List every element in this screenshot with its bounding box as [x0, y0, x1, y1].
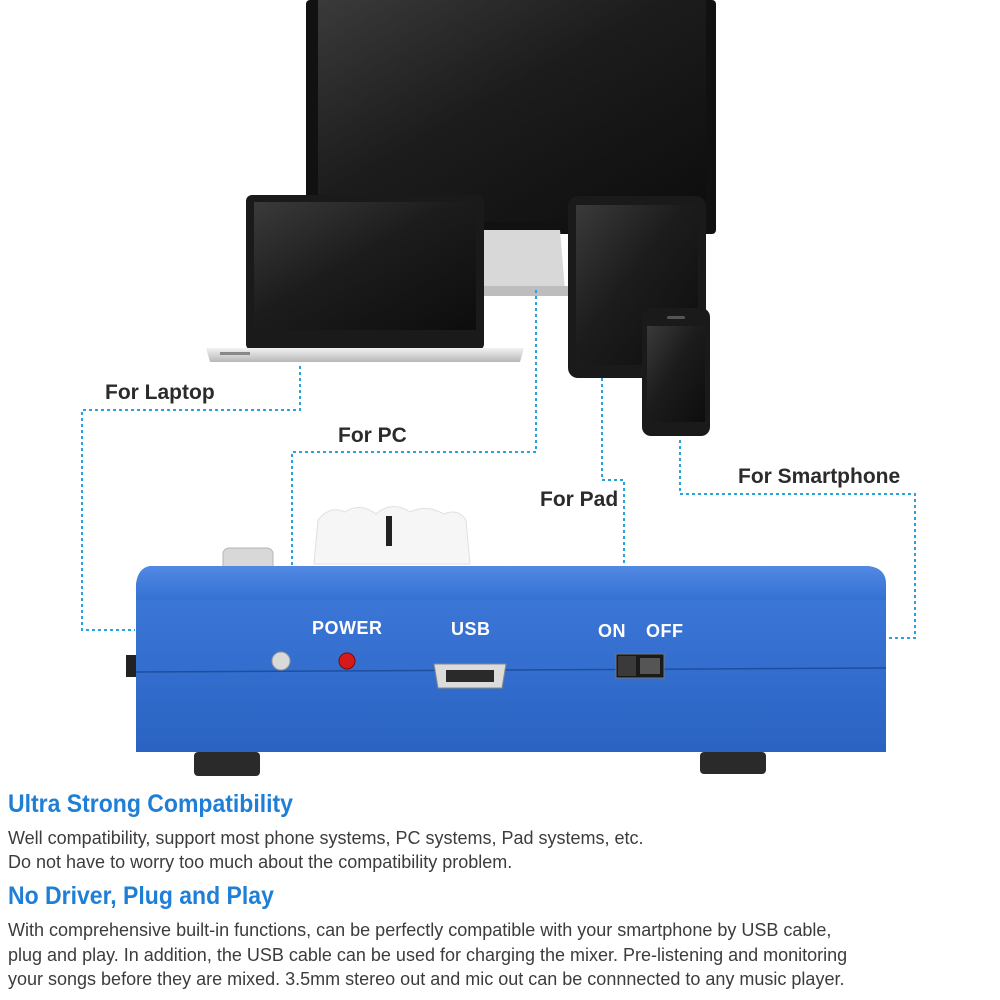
top-controls — [222, 506, 471, 575]
smartphone — [642, 308, 710, 436]
heading-ultra-strong-compatibility: Ultra Strong Compatibility — [8, 790, 293, 818]
smartphone-connector — [679, 440, 916, 639]
plug-line-2: plug and play. In addition, the USB cabl… — [8, 945, 848, 965]
pc-monitor — [306, 0, 716, 296]
usb-port — [433, 663, 507, 689]
plug-line-1: With comprehensive built-in functions, c… — [8, 920, 832, 940]
pad-connector — [601, 378, 625, 566]
connector-lines — [81, 290, 916, 639]
label-for-smartphone: For Smartphone — [738, 465, 901, 488]
plug-line-3: your songs before they are mixed. 3.5mm … — [8, 969, 845, 989]
usb-label: USB — [451, 619, 491, 639]
compat-line-2: Do not have to worry too much about the … — [8, 852, 513, 872]
laptop — [206, 195, 524, 362]
power-led — [338, 652, 356, 670]
mixer-device — [126, 566, 887, 776]
compat-line-1: Well compatibility, support most phone s… — [8, 828, 644, 848]
power-label: POWER — [312, 618, 383, 638]
laptop-connector — [81, 366, 301, 631]
label-for-pad: For Pad — [540, 488, 619, 511]
on-off-switch — [615, 653, 665, 679]
pc-connector — [291, 290, 537, 566]
label-for-pc: For PC — [338, 424, 407, 447]
on-label: ON — [598, 621, 626, 641]
white-led — [271, 651, 291, 671]
heading-no-driver-plug-and-play: No Driver, Plug and Play — [8, 882, 274, 910]
label-for-laptop: For Laptop — [105, 381, 215, 404]
off-label: OFF — [646, 621, 684, 641]
